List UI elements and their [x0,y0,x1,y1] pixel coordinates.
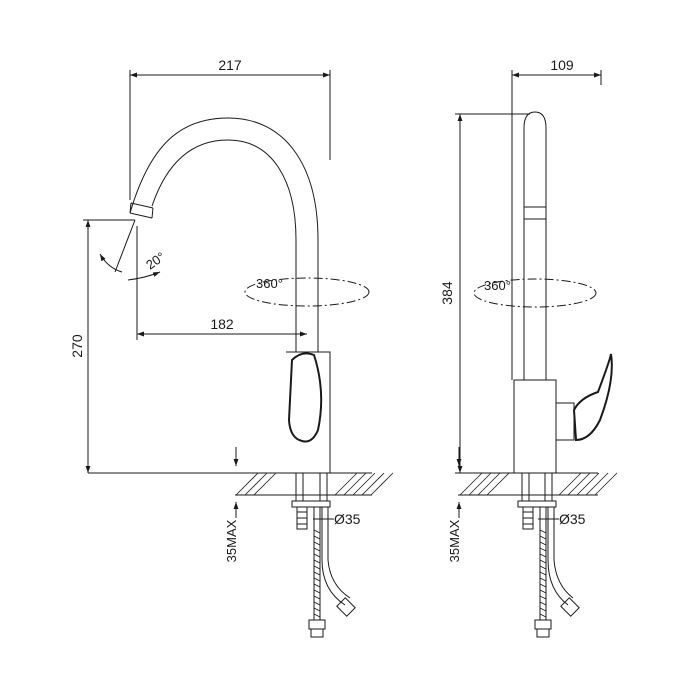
dim-217: 217 [129,57,331,200]
dim-270: 270 [69,219,286,474]
dim-109-label: 109 [550,57,574,73]
lever-handle-side [572,353,613,442]
faucet-body-side [513,353,613,473]
swivel-side-label: 360° [484,278,511,293]
spout-side [523,111,547,380]
dim-384: 384 [439,113,530,474]
hoses-front [308,507,356,638]
hoses-side [534,507,580,638]
front-view: 217 20° 360° 182 [69,57,394,638]
dim-182-label: 182 [210,316,234,332]
countertop-front [233,447,394,496]
mount-max-side-label: 35MAX [447,519,462,562]
countertop-side [456,447,618,496]
mount-max-front-label: 35MAX [224,519,239,562]
swivel-side: 360° [473,278,597,308]
dim-182: 182 [136,226,307,340]
mounting-side: 35MAX Ø35 [447,472,586,562]
spout [129,117,319,352]
faucet-body [286,351,331,474]
angle-20: 20° [88,219,168,281]
swivel-front: 360° [244,276,370,307]
dim-384-label: 384 [439,281,455,305]
dim-217-label: 217 [218,57,242,73]
dim-109: 109 [511,57,602,380]
lever-handle [287,352,323,443]
hole-dia-front-label: Ø35 [334,511,361,527]
angle-20-label: 20° [143,249,168,273]
mounting-front: 35MAX Ø35 [224,472,361,562]
dim-270-label: 270 [69,334,85,358]
side-view: 109 360° 384 [439,57,618,638]
hole-dia-side-label: Ø35 [559,511,586,527]
swivel-front-label: 360° [256,276,283,291]
